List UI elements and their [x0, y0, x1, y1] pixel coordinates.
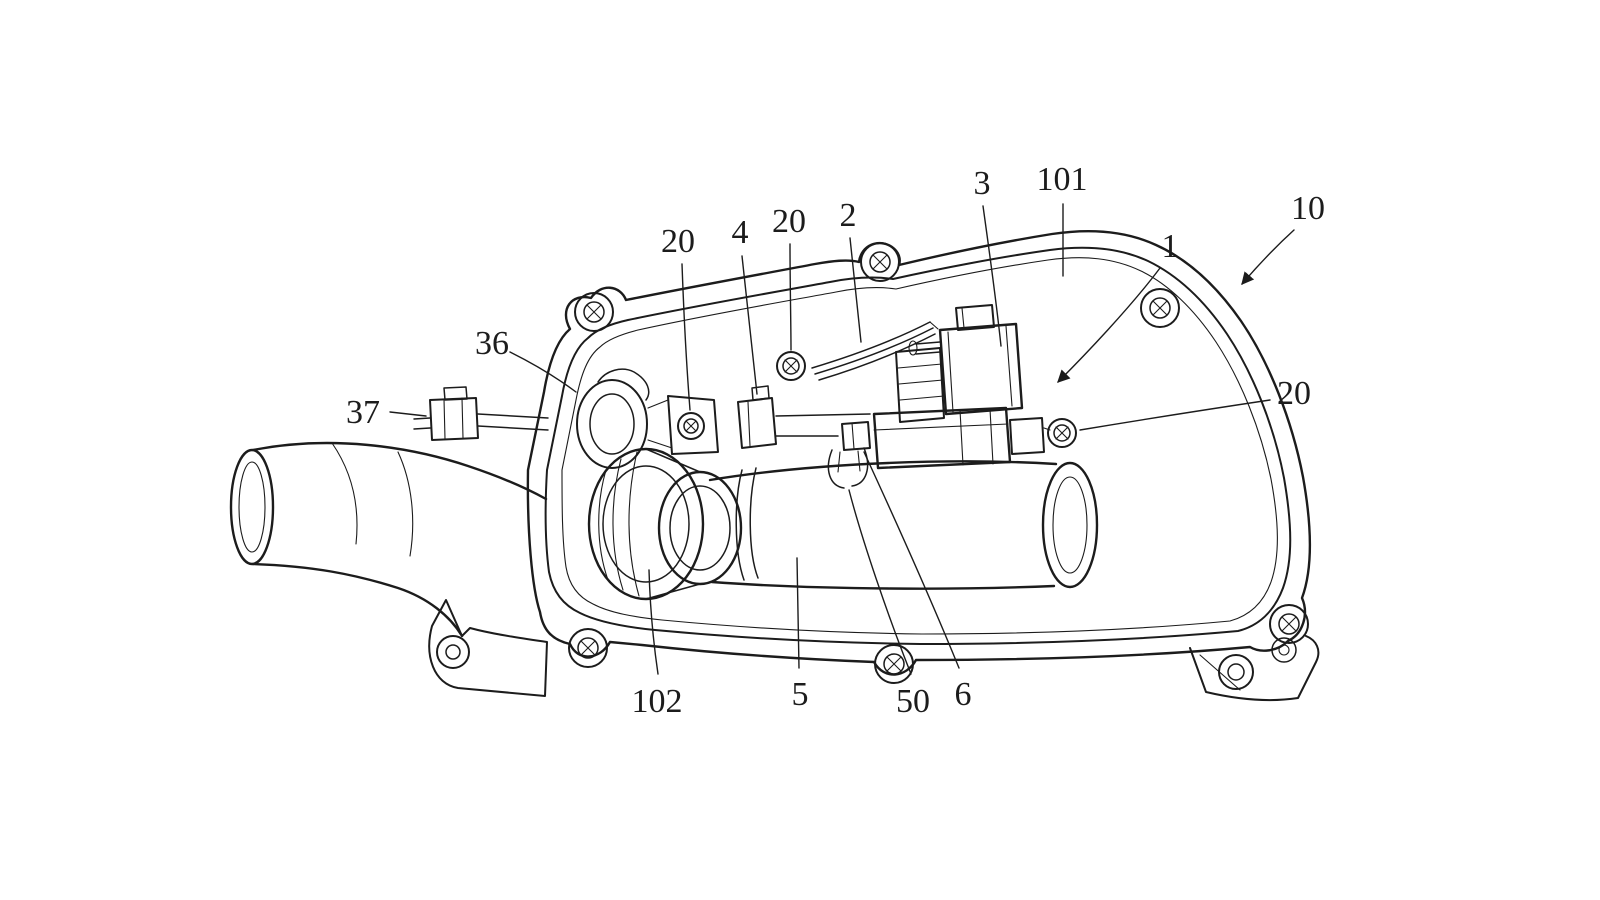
ref-label-102: 102 — [632, 683, 683, 720]
ref-label-50: 50 — [896, 683, 930, 720]
mounting-bracket-left — [428, 599, 548, 697]
clip-50 — [827, 447, 869, 489]
outlet-tube-5 — [708, 460, 1099, 590]
ref-label-101: 101 — [1037, 161, 1088, 198]
mounting-bracket-right — [1189, 635, 1320, 701]
bracket-strip-2 — [811, 321, 939, 381]
screw-boss-bottom-mid-icon — [874, 644, 914, 684]
airbox-cover-outline — [526, 229, 1312, 676]
arrow-leader-10 — [1241, 229, 1295, 285]
inlet-fitting-37 — [413, 386, 549, 441]
ref-label-2: 2 — [840, 197, 857, 234]
component-screw-left-icon — [677, 412, 705, 440]
screw-boss-top-mid-icon — [860, 242, 900, 282]
reference-labels: 36 37 20 4 20 2 3 101 1 10 20 102 5 50 6 — [346, 161, 1325, 720]
filter-element-102 — [587, 447, 743, 601]
ref-label-5: 5 — [792, 676, 809, 713]
leader-lines — [389, 203, 1295, 675]
screw-boss-bottom-left-icon — [568, 628, 608, 668]
component-screw-right-icon — [1047, 418, 1077, 448]
fitting-6 — [841, 421, 871, 451]
inlet-elbow-36 — [576, 368, 719, 469]
ref-label-20-right: 20 — [1277, 375, 1311, 412]
ref-label-6: 6 — [955, 676, 972, 713]
valve-body — [872, 406, 1051, 470]
screw-boss-top-right-icon — [1140, 288, 1180, 328]
ref-label-20-mid: 20 — [772, 203, 806, 240]
valve-assembly — [677, 304, 1077, 489]
solenoid-3 — [895, 304, 1024, 423]
ref-label-36: 36 — [475, 325, 509, 362]
component-screw-top-icon — [776, 351, 806, 381]
bracket-4 — [737, 385, 871, 449]
rim-screw-bosses — [568, 242, 1309, 684]
arrow-leader-1 — [1057, 267, 1161, 383]
screw-boss-top-left-icon — [574, 292, 614, 332]
ref-label-4: 4 — [732, 214, 749, 251]
ref-label-37: 37 — [346, 394, 380, 431]
ref-label-20-left: 20 — [661, 223, 695, 260]
ref-label-10: 10 — [1291, 190, 1325, 227]
ref-label-3: 3 — [974, 165, 991, 202]
screw-boss-bottom-right-icon — [1269, 604, 1309, 644]
ref-label-1: 1 — [1162, 228, 1179, 265]
intake-duct — [229, 441, 548, 638]
